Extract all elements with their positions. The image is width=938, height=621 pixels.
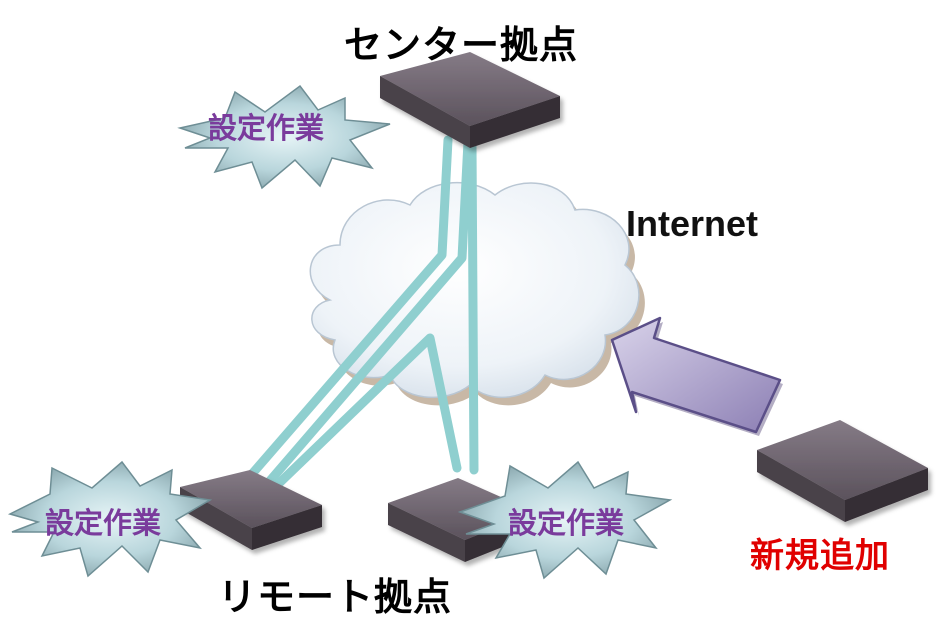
burst-remote-left-icon [7,460,213,578]
link-center-to-remote-left-b [257,137,473,495]
burst-center-icon [177,84,391,190]
new-router-icon [757,420,928,522]
config-work-remote-left-label: 設定作業 [45,506,162,540]
link-center-to-remote-left-a [240,135,453,487]
add-arrow-icon [610,316,783,436]
center-router-icon [380,52,560,148]
center-site-label: センター拠点 [344,23,579,67]
link-remote-right-to-remote-left [265,333,462,497]
remote-site-label: リモート拠点 [218,575,453,619]
link-center-to-remote-right [467,140,479,475]
config-work-center-label: 設定作業 [208,111,325,145]
burst-remote-right-icon [457,460,673,580]
config-work-remote-right-label: 設定作業 [508,506,625,540]
remote-left-router-icon [180,470,322,550]
vpn-links [240,135,479,497]
new-addition-label: 新規追加 [750,536,890,576]
internet-label: Internet [626,203,759,244]
